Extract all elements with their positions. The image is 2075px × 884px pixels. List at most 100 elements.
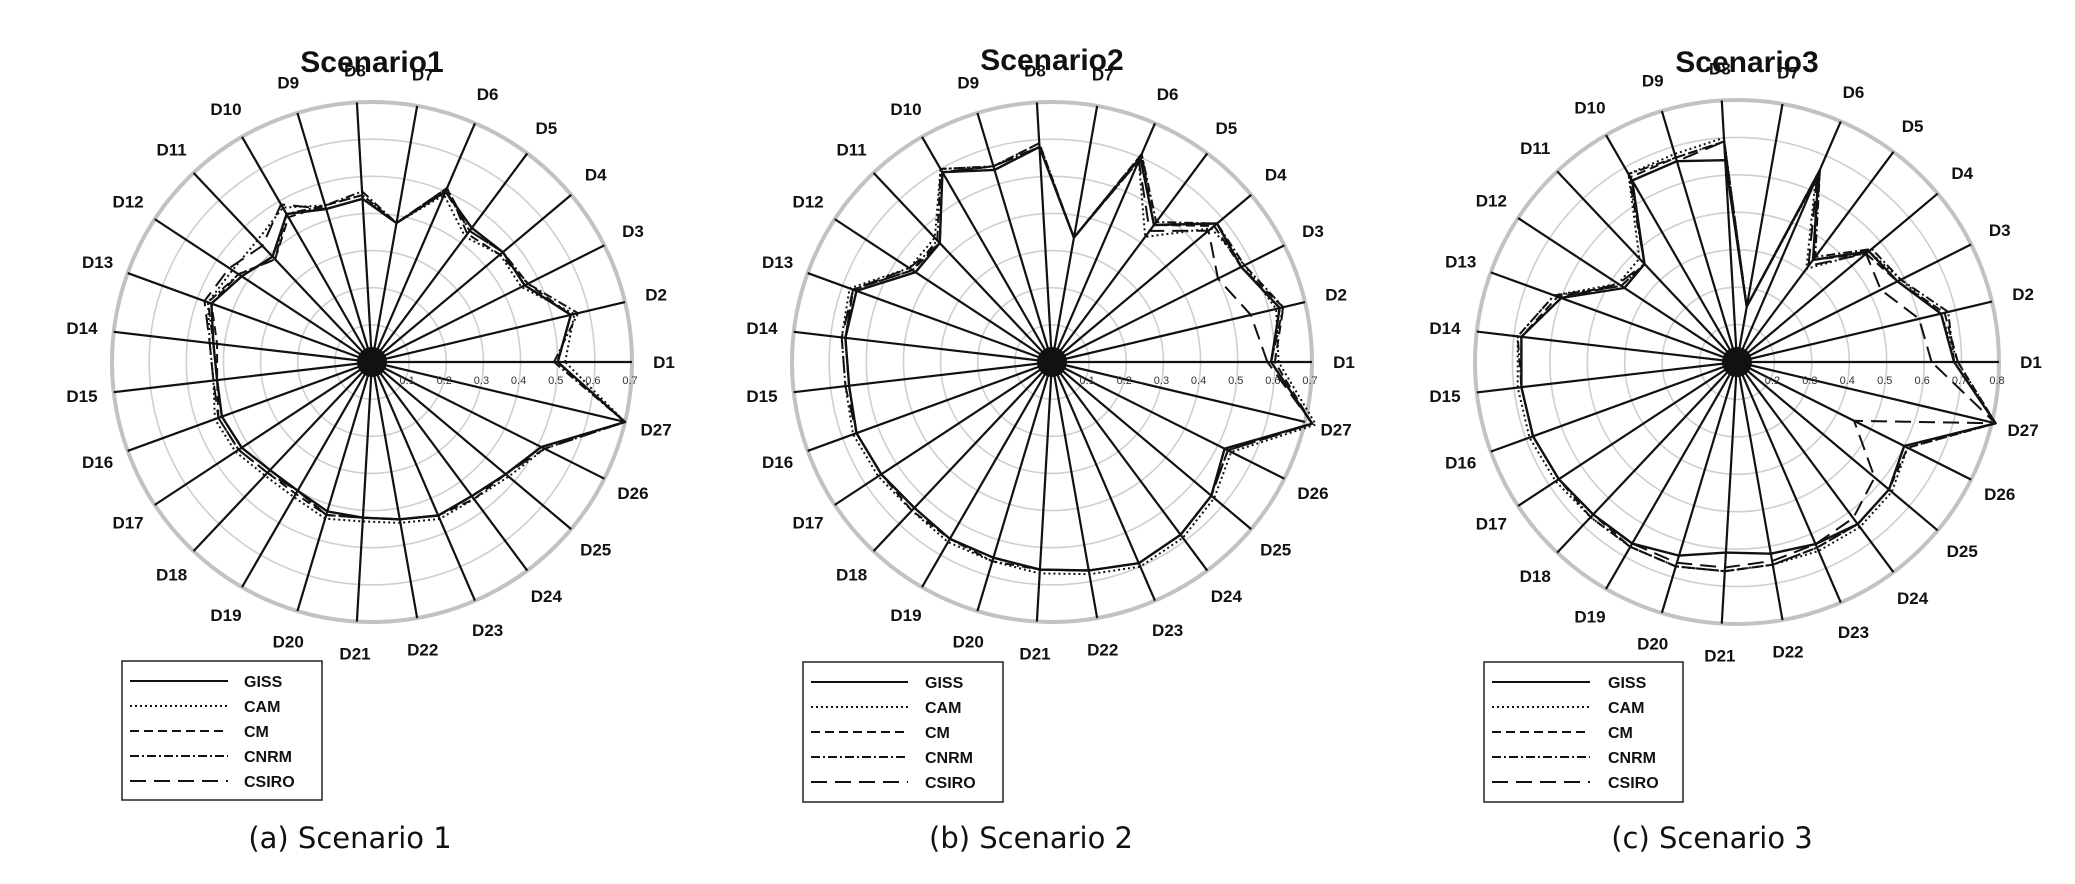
legend-item-cm: CM (1492, 725, 1633, 742)
axis-spoke (113, 330, 373, 364)
legend-item-giss: GISS (811, 675, 964, 692)
chart-title: Scenario2 (980, 44, 1123, 77)
axis-spoke (1735, 361, 1784, 621)
axis-spoke (1660, 110, 1739, 363)
tick-label: 0.2 (437, 375, 452, 387)
axis-spoke (834, 361, 1053, 506)
axis-label-d19: D19 (210, 606, 241, 625)
legend-label: CNRM (1608, 750, 1656, 767)
legend-label: CM (1608, 725, 1633, 742)
center-hub (1722, 347, 1752, 377)
legend-item-giss: GISS (130, 674, 283, 691)
axis-label-d15: D15 (746, 387, 777, 406)
axis-spoke (1051, 300, 1306, 364)
axis-spoke (807, 360, 1053, 452)
axis-spoke (1476, 360, 1738, 394)
axis-label-d9: D9 (1642, 71, 1664, 90)
axis-spoke (1735, 103, 1784, 363)
tick-label: 0.3 (1154, 375, 1169, 387)
axis-spoke (192, 361, 373, 552)
axis-spoke (921, 361, 1053, 588)
axis-spoke (1736, 192, 1939, 363)
axis-spoke (371, 361, 572, 530)
axis-spoke (921, 136, 1053, 363)
axis-spoke (370, 105, 419, 363)
axis-spoke (296, 361, 374, 612)
axis-spoke (1051, 244, 1285, 363)
axis-label-d25: D25 (580, 541, 611, 560)
tick-label: 0.4 (511, 375, 526, 387)
series-cnrm (207, 187, 626, 521)
legend-label: CSIRO (244, 774, 295, 791)
axis-spoke (1517, 217, 1738, 363)
axis-spoke (371, 194, 572, 363)
axis-label-d16: D16 (82, 453, 113, 472)
axis-label-d16: D16 (1445, 454, 1476, 473)
axis-label-d13: D13 (1445, 252, 1476, 271)
axis-spoke (355, 361, 374, 622)
axis-label-d11: D11 (156, 141, 186, 160)
axis-label-d7: D7 (1777, 63, 1799, 82)
axis-spoke (355, 102, 374, 363)
legend-label: CM (244, 724, 269, 741)
tick-label: 0.2 (1765, 375, 1780, 387)
axis-label-d12: D12 (112, 193, 143, 212)
axis-label-d10: D10 (890, 100, 921, 119)
axis-label-d18: D18 (156, 565, 187, 584)
axis-label-d15: D15 (1429, 387, 1460, 406)
series-csiro (840, 145, 1314, 572)
axis-label-d13: D13 (762, 253, 793, 272)
axis-label-d25: D25 (1260, 541, 1291, 560)
axis-spoke (1735, 120, 1842, 363)
axis-label-d13: D13 (82, 253, 113, 272)
tick-label: 0.6 (585, 375, 600, 387)
axis-spoke (1051, 361, 1209, 572)
axis-label-d4: D4 (1265, 165, 1287, 184)
axis-label-d3: D3 (622, 222, 644, 241)
axis-spoke (1736, 361, 1895, 573)
axis-label-d24: D24 (531, 587, 563, 606)
legend-item-cm: CM (130, 724, 269, 741)
axis-spoke (1490, 271, 1738, 364)
panel-caption: (a) Scenario 1 (248, 821, 451, 855)
axis-spoke (1736, 361, 1939, 532)
axis-label-d17: D17 (792, 513, 823, 532)
axis-label-d23: D23 (1838, 623, 1869, 642)
axis-spoke (113, 360, 373, 394)
axis-spoke (1051, 194, 1252, 363)
axis-label-d25: D25 (1947, 542, 1978, 561)
axis-label-d7: D7 (1092, 65, 1114, 84)
tick-label: 0.7 (1302, 375, 1317, 387)
legend: GISS CAM CM CNRM CSIRO (802, 661, 1004, 803)
axis-spoke (371, 152, 529, 363)
axis-spoke (1720, 361, 1739, 624)
axis-spoke (872, 361, 1053, 552)
axis-spoke (371, 361, 605, 480)
axis-label-d24: D24 (1211, 587, 1243, 606)
series-cm (210, 187, 626, 521)
axis-label-d6: D6 (477, 85, 499, 104)
axis-label-d26: D26 (617, 484, 648, 503)
axis-label-d27: D27 (2007, 421, 2038, 440)
axis-label-d23: D23 (472, 621, 503, 640)
axis-spoke (154, 218, 373, 363)
axis-spoke (793, 360, 1053, 394)
axis-label-d5: D5 (1902, 117, 1924, 136)
axis-spoke (1735, 361, 1842, 604)
axis-spoke (1556, 170, 1738, 363)
axis-label-d14: D14 (1429, 319, 1461, 338)
series-cam (207, 193, 626, 524)
axis-spoke (807, 272, 1053, 364)
axis-label-d12: D12 (792, 193, 823, 212)
axis-spoke (1035, 361, 1054, 622)
tick-label: 0.4 (1191, 375, 1206, 387)
legend-label: GISS (244, 674, 283, 691)
axis-spoke (872, 172, 1053, 363)
axis-label-d4: D4 (585, 165, 607, 184)
axis-spoke (976, 112, 1054, 363)
axis-spoke (1476, 330, 1738, 364)
axis-spoke (1736, 360, 1993, 424)
